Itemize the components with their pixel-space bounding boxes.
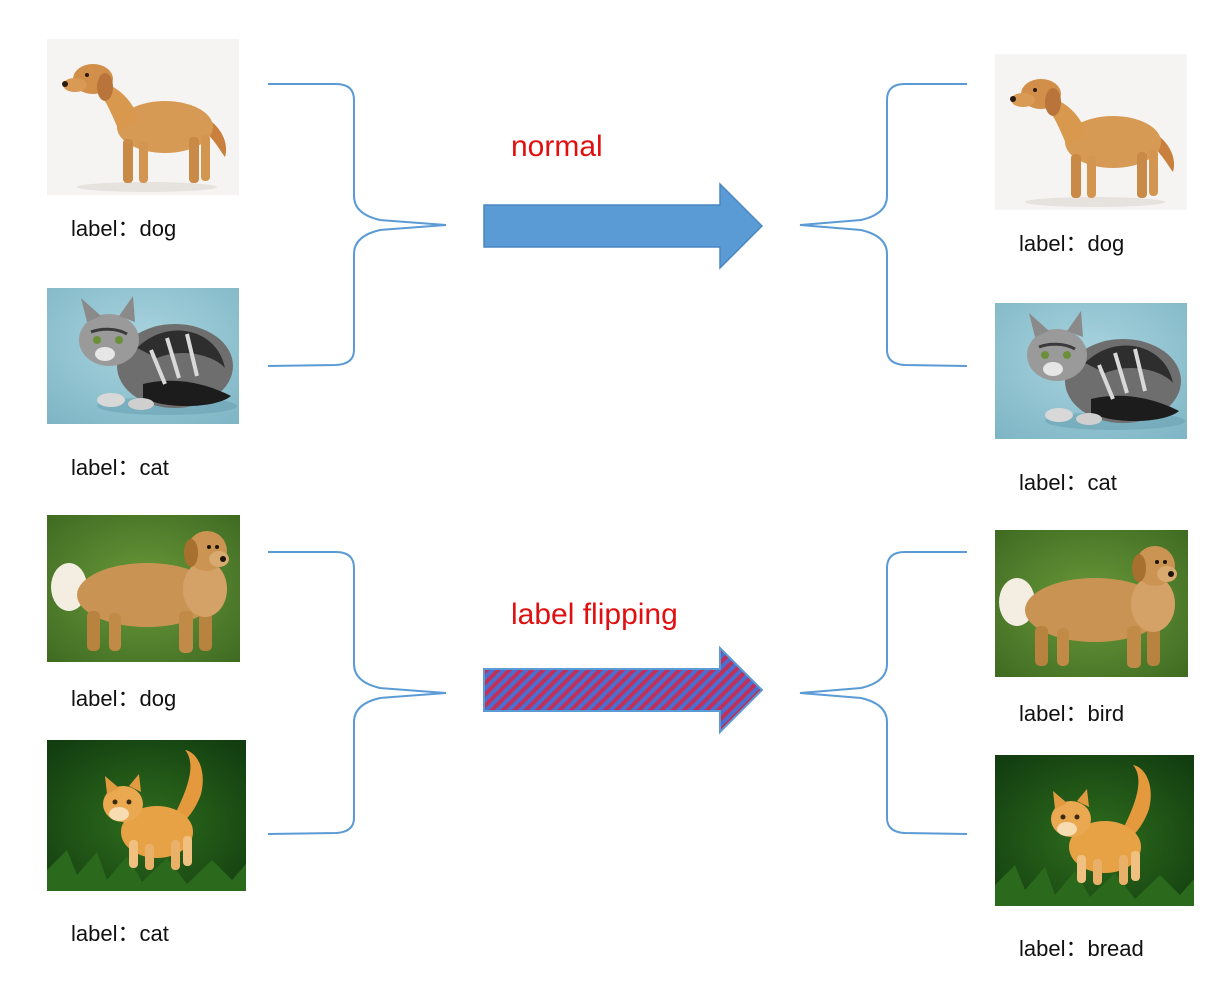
label-input-3: label：dog	[71, 686, 177, 711]
flow-caption-normal: normal	[511, 130, 603, 163]
photo-golden-retriever-grass-output	[995, 530, 1188, 677]
right-brace-label-flipping	[799, 551, 968, 835]
arrow-normal	[483, 182, 764, 270]
label-input-1: label：dog	[71, 216, 177, 241]
photo-dog-white-background	[47, 39, 239, 195]
label-output-2: label：cat	[1019, 470, 1117, 495]
flow-caption-label-flipping: label flipping	[511, 598, 678, 631]
label-input-4: label：cat	[71, 921, 169, 946]
label-output-1: label：dog	[1019, 231, 1125, 256]
photo-orange-kitten-grass	[47, 740, 246, 891]
photo-tabby-cat	[47, 288, 239, 424]
photo-tabby-cat-output	[995, 303, 1187, 439]
arrow-label-flipping	[483, 645, 764, 735]
label-output-4: label：bread	[1019, 936, 1144, 961]
label-output-3: label：bird	[1019, 701, 1125, 726]
left-brace-normal	[267, 83, 447, 367]
photo-golden-retriever-grass	[47, 515, 240, 662]
photo-dog-white-background-output	[995, 54, 1187, 210]
label-input-2: label：cat	[71, 455, 169, 480]
right-brace-normal	[799, 83, 968, 367]
photo-orange-kitten-grass-output	[995, 755, 1194, 906]
left-brace-label-flipping	[267, 551, 447, 835]
